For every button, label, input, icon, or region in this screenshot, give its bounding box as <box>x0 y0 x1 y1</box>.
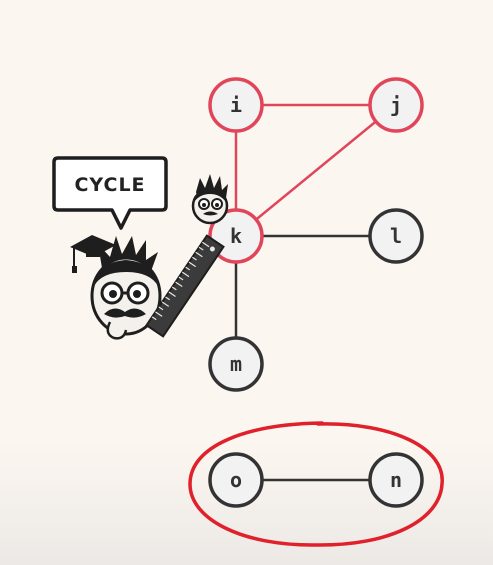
node-label: k <box>230 224 242 248</box>
node-circle <box>368 208 424 264</box>
professor-mascot-icon <box>70 235 162 340</box>
graduation-cap-icon <box>70 235 116 273</box>
node-l: l <box>368 208 424 264</box>
node-m: m <box>208 336 264 392</box>
node-label: l <box>390 224 402 248</box>
node-n: n <box>368 452 424 508</box>
speech-bubble: CYCLE <box>52 156 168 230</box>
node-label: o <box>230 468 242 492</box>
node-i: i <box>208 77 264 133</box>
node-label: n <box>390 468 402 492</box>
speech-bubble-text: CYCLE <box>74 174 145 196</box>
node-j: j <box>368 77 424 133</box>
node-o: o <box>208 452 264 508</box>
nodes: i j k l m o n <box>208 77 424 508</box>
ruler-icon <box>145 234 225 338</box>
node-circle <box>368 77 424 133</box>
node-circle <box>208 336 264 392</box>
node-label: j <box>390 93 402 117</box>
node-label: i <box>230 93 242 117</box>
edge-j-k <box>235 104 397 237</box>
node-circle <box>368 452 424 508</box>
circle-annotation <box>188 421 444 547</box>
node-label: m <box>230 352 242 376</box>
node-circle <box>208 452 264 508</box>
small-mascot-icon <box>191 174 229 225</box>
node-circle <box>208 77 264 133</box>
